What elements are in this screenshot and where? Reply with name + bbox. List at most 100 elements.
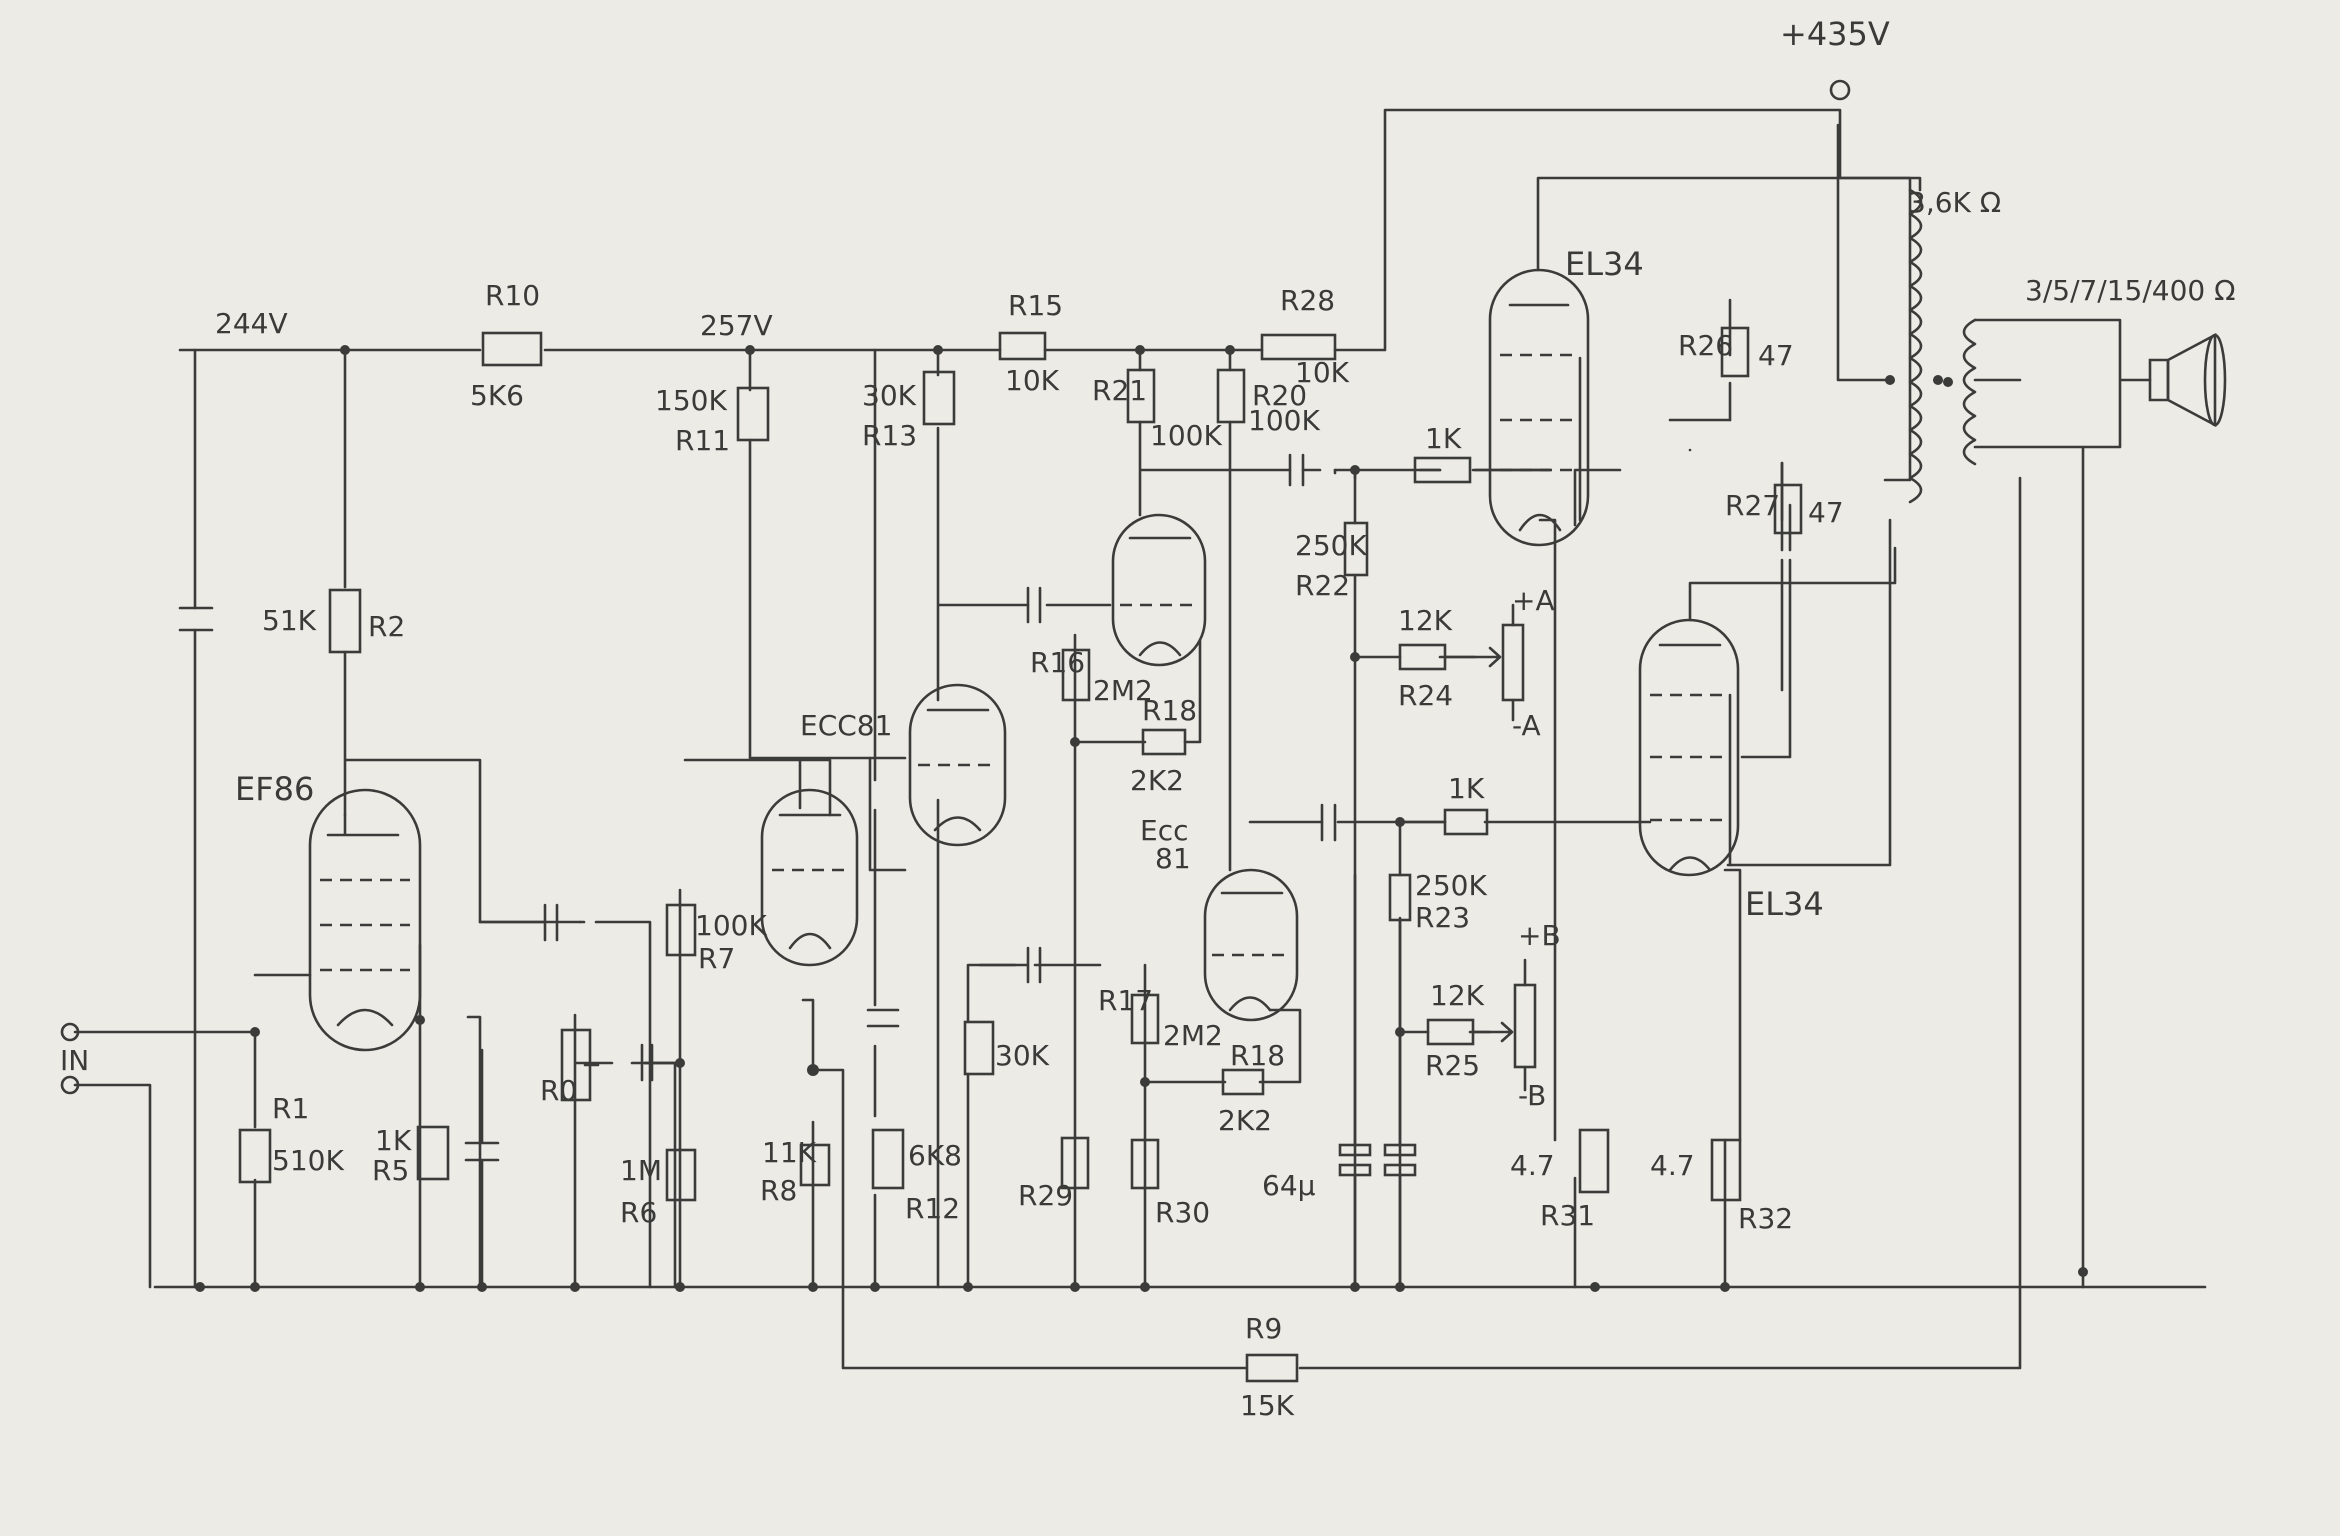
r9-value: 15K [1240,1389,1295,1422]
resistor-r6 [665,1148,697,1202]
tube-el34-bottom [1638,618,1740,877]
r17-value: 2M2 [1163,1019,1223,1052]
resistor-r8 [799,1143,831,1187]
cap-coupling-3 [1026,586,1042,624]
r13-value: 30K [862,379,917,412]
hv-label: +435V [1780,15,1890,53]
resistor-r20 [1216,368,1246,424]
r9-ref: R9 [1245,1312,1282,1345]
output-transformer [1908,188,2227,504]
tube-el34-bottom-label: EL34 [1745,885,1824,923]
bias-pb-label: +B [1518,919,1561,952]
resistor-bodies [238,326,1803,1383]
r5-value: 1K [375,1124,412,1157]
tubes [308,268,1740,1052]
r26-ref: R26 [1678,329,1733,362]
tube-el34-top [1488,268,1590,547]
cap-coupling-2 [640,1043,654,1082]
r6-value: 1M [620,1154,662,1187]
tube-ecc81-b1 [1111,513,1207,667]
elko-value: 64µ [1262,1169,1316,1202]
resistor-r28 [1260,333,1337,361]
r0-ref: R0 [540,1074,577,1107]
resistor-r22 [1343,521,1369,577]
r5-ref: R5 [372,1154,409,1187]
hv-terminal [1829,79,1851,101]
resistor-r1 [238,1128,272,1184]
resistor-r13 [922,370,956,426]
grid-bottom-value: 1K [1448,772,1485,805]
r6-ref: R6 [620,1196,657,1229]
r8-value: 11K [762,1136,817,1169]
r1-ref: R1 [272,1092,309,1125]
r12-ref: R12 [905,1192,960,1225]
r31-ref: R31 [1540,1199,1595,1232]
r18a-ref: R18 [1142,694,1197,727]
r10-ref: R10 [485,279,540,312]
node-257-label: 257V [700,309,773,342]
cap-coupling-bottom [1320,803,1337,842]
tube-ecc81-a2 [908,683,1007,847]
primary-winding [1908,188,1923,504]
resistor-r2 [328,588,362,654]
tube-ecc81-a1 [760,788,859,967]
capacitors [178,453,1417,1289]
secondary-winding [1962,318,1977,466]
resistor-r30 [1130,1138,1160,1190]
r17-ref: R17 [1098,984,1153,1017]
r13-ref: R13 [862,419,917,452]
r11-value: 150K [655,384,727,417]
r10-value: 5K6 [470,379,524,412]
r31-value: 4.7 [1510,1149,1555,1182]
r18b-value: 2K2 [1218,1104,1272,1137]
bias-mb-label: -B [1518,1079,1546,1112]
tube-ecc81-b-label: Ecc [1140,814,1188,847]
junction-dots [195,345,2088,1292]
resistor-r10 [481,331,543,367]
tube-ecc81-a-label: ECC81 [800,709,892,742]
cap-screen [866,1008,900,1028]
r32-value: 4.7 [1650,1149,1695,1182]
r27-ref: R27 [1725,489,1780,522]
r24-value: 12K [1398,604,1453,637]
resistor-r27 [1773,483,1803,535]
cap-coupling-top [1288,453,1305,487]
resistor-r15 [998,331,1047,361]
r7-ref: R7 [698,942,735,975]
cap-supply-decouple [178,606,214,632]
resistor-r29 [1060,1136,1090,1190]
resistor-r5 [416,1125,450,1181]
bias-ma-label: -A [1512,709,1541,742]
input-label: IN [60,1044,89,1077]
cap-cathode-bypass [464,1048,500,1289]
resistor-r7 [665,903,697,957]
cap-coupling-1 [478,903,559,942]
r8-ref: R8 [760,1174,797,1207]
tube-el34-top-label: EL34 [1565,245,1644,283]
r25-value: 12K [1430,979,1485,1012]
bias-pa-label: +A [1512,584,1555,617]
resistor-grid-bottom [1443,808,1489,836]
resistor-grid-top [1413,456,1472,484]
r16-ref: R16 [1030,646,1085,679]
r28-ref: R28 [1280,284,1335,317]
resistor-r17 [1130,993,1160,1045]
r29-ref: R29 [1018,1179,1073,1212]
r2-ref: R2 [368,610,405,643]
primary-impedance: 3,6K Ω [1908,186,2001,219]
resistor-r16 [1061,648,1091,702]
r15-value: 10K [1005,364,1060,397]
node-244-label: 244V [215,307,288,340]
r22-value: 250K [1295,529,1367,562]
r2-value: 51K [262,604,317,637]
r16-value: 2M2 [1093,674,1153,707]
resistor-r26 [1720,326,1750,378]
tube-ecc81-b2 [1203,868,1299,1022]
r14-value: 30K [995,1039,1050,1072]
resistor-r11 [736,386,770,442]
resistor-r14 [963,1020,995,1076]
cap-coupling-4 [978,946,1042,984]
r11-ref: R11 [675,424,730,457]
r1-value: 510K [272,1144,344,1177]
